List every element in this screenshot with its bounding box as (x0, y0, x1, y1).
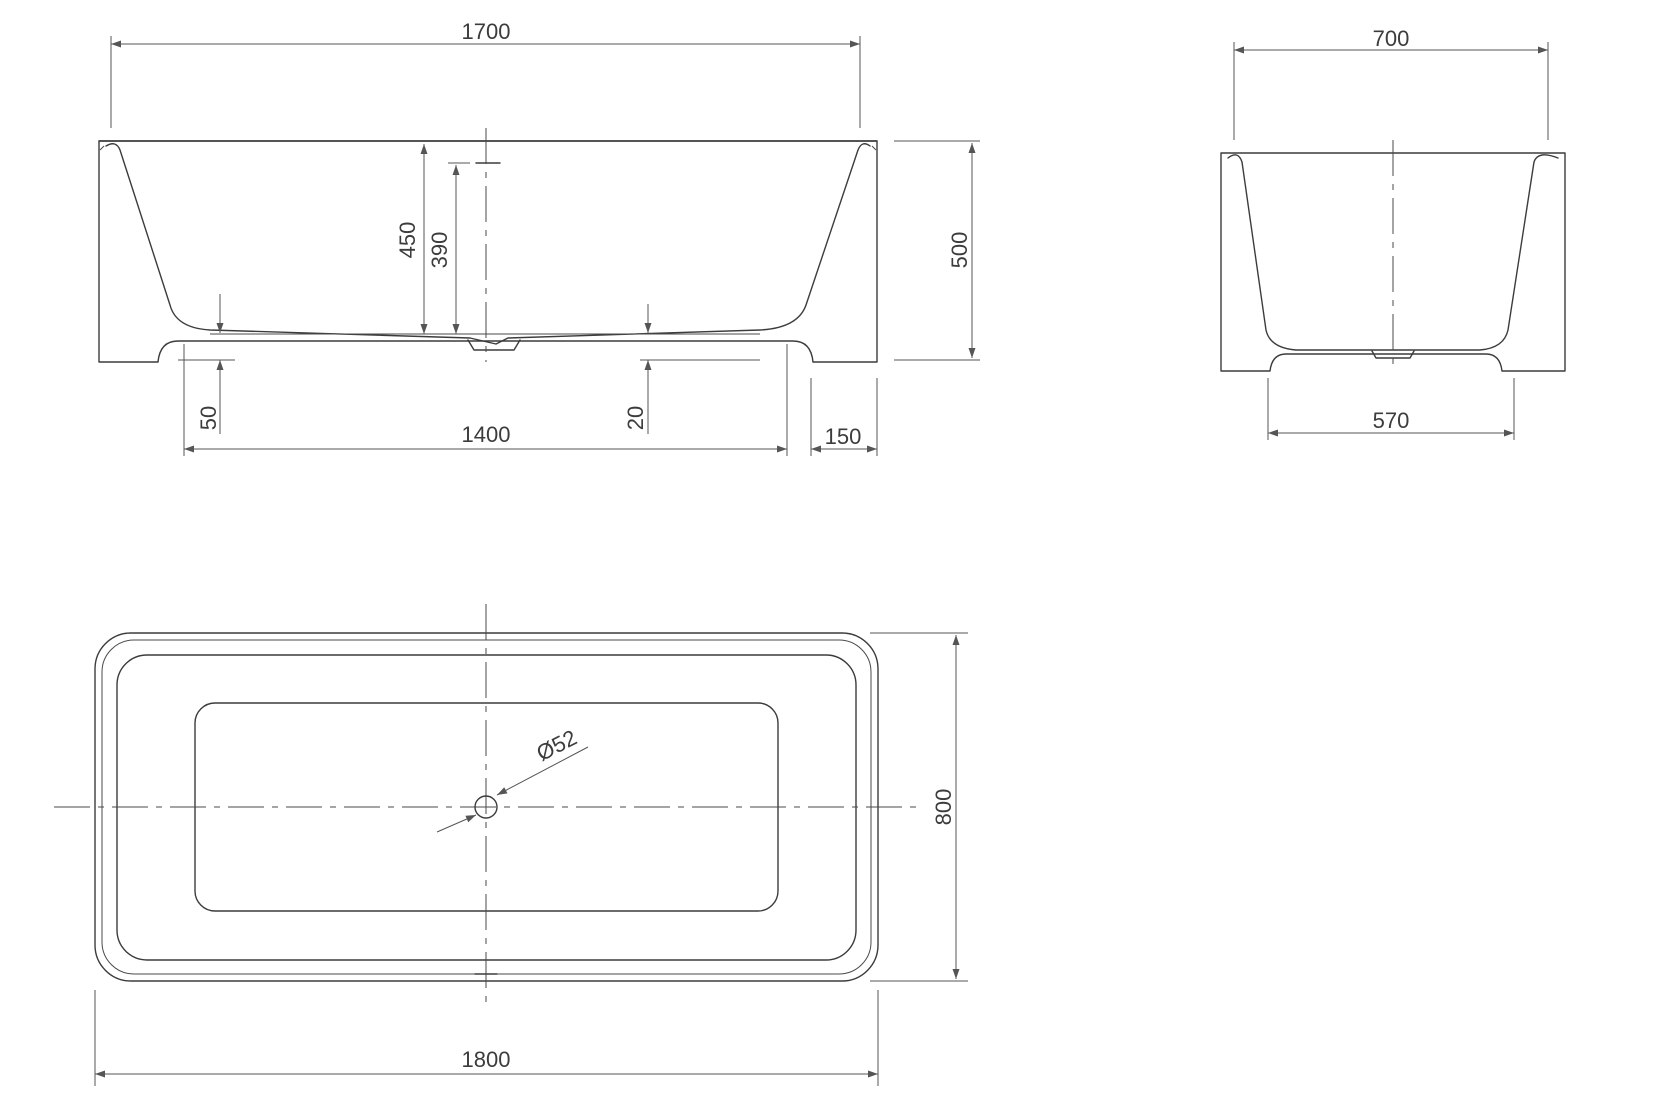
dim-800-label: 800 (931, 789, 956, 826)
dim-700-label: 700 (1373, 26, 1410, 51)
dim-390-label: 390 (427, 232, 452, 269)
side-tub-outer-outline (1220, 152, 1566, 372)
dim-20-label: 20 (623, 406, 648, 430)
front-drain-outlet (467, 339, 521, 351)
dim-450-label: 450 (395, 222, 420, 259)
dim-150-label: 150 (825, 424, 862, 449)
dim-o52-leader-outer (496, 746, 589, 796)
side-inner-basin-outline (1227, 154, 1559, 351)
side-elevation-view: 700 570 (1220, 26, 1566, 440)
dim-50-label: 50 (196, 406, 221, 430)
dim-1400-label: 1400 (462, 422, 511, 447)
dim-1800-label: 1800 (462, 1047, 511, 1072)
front-elevation-view: 1700 450 390 500 50 20 1400 150 (98, 19, 980, 456)
plan-drain-circle (474, 795, 498, 819)
dim-500-label: 500 (947, 232, 972, 269)
dim-o52-leader-inner (436, 814, 477, 833)
plan-view: Ø52 800 1800 (54, 604, 968, 1086)
dim-1700-label: 1700 (462, 19, 511, 44)
front-inner-basin-outline (105, 143, 871, 345)
front-inner-basin-second-line (99, 145, 877, 151)
dim-o52-label: Ø52 (532, 725, 580, 766)
dim-570-label: 570 (1373, 408, 1410, 433)
front-tub-outer-outline (98, 140, 878, 363)
